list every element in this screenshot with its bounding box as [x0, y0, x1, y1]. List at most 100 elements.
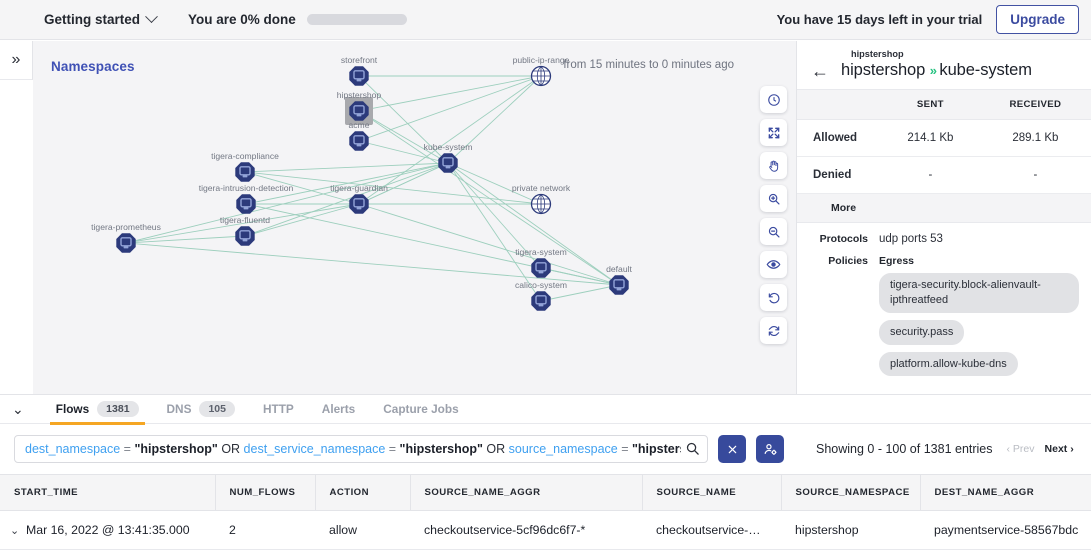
graph-edge[interactable] [447, 162, 620, 286]
namespace-node-shape [349, 131, 369, 151]
column-header-source_namespace[interactable]: SOURCE_NAMESPACE [781, 474, 921, 511]
graph-node-hipstershop[interactable]: hipstershop [337, 90, 382, 125]
graph-edge[interactable] [244, 203, 360, 237]
column-header-action[interactable]: ACTION [315, 474, 411, 511]
graph-node-tigera-guardian[interactable]: tigera-guardian [330, 183, 388, 214]
graph-toolbar[interactable] [760, 86, 787, 344]
graph-edge[interactable] [447, 162, 542, 302]
graph-edge[interactable] [358, 75, 542, 205]
hand-icon[interactable] [760, 152, 787, 179]
tab-alerts[interactable]: Alerts [308, 395, 369, 424]
eye-icon[interactable] [760, 251, 787, 278]
graph-edge[interactable] [125, 242, 620, 286]
expand-icon[interactable] [760, 119, 787, 146]
detail-title: hipstershop » kube-system [841, 61, 1032, 80]
policy-pill[interactable]: tigera-security.block-alienvault-ipthrea… [879, 273, 1079, 313]
query-token-val: "hipstershop" [399, 442, 483, 456]
sidebar-expand-button[interactable]: » [0, 41, 33, 80]
more-section-header[interactable]: More [797, 194, 1091, 223]
graph-node-label: public-ip-range [513, 55, 570, 65]
undo-icon[interactable] [760, 284, 787, 311]
column-header-source_name[interactable]: SOURCE_NAME [642, 474, 782, 511]
tab-http[interactable]: HTTP [249, 395, 308, 424]
stats-denied-sent: - [881, 156, 980, 194]
tab-capture-jobs[interactable]: Capture Jobs [369, 395, 472, 424]
prev-page-button[interactable]: ‹ Prev [1006, 443, 1035, 455]
graph-node-default[interactable]: default [606, 264, 633, 295]
detail-panel: hipstershop ← hipstershop » kube-system … [796, 41, 1091, 394]
search-icon[interactable] [685, 441, 700, 461]
clear-search-button[interactable] [718, 435, 746, 463]
row-expand-icon[interactable]: ⌄ [10, 525, 20, 537]
back-arrow-icon[interactable]: ← [811, 60, 829, 81]
graph-node-tigera-system[interactable]: tigera-system [515, 247, 567, 278]
column-header-source_name_aggr[interactable]: SOURCE_NAME_AGGR [410, 474, 643, 511]
column-header-start_time[interactable]: START_TIME [0, 474, 216, 511]
graph-edge[interactable] [358, 203, 620, 286]
graph-node-storefront[interactable]: storefront [341, 55, 378, 86]
monitor-stand [356, 144, 362, 147]
graph-edge[interactable] [447, 162, 542, 269]
policy-pill[interactable]: platform.allow-kube-dns [879, 351, 1018, 377]
refresh-icon[interactable] [760, 317, 787, 344]
query-token-fld: dest_namespace [25, 442, 121, 456]
graph-node-tigera-compliance[interactable]: tigera-compliance [211, 151, 279, 182]
graph-node-tigera-fluentd[interactable]: tigera-fluentd [220, 215, 270, 246]
policy-pill[interactable]: security.pass [879, 319, 965, 345]
column-header-num_flows[interactable]: NUM_FLOWS [215, 474, 316, 511]
zoom-out-icon[interactable] [760, 218, 787, 245]
graph-edge[interactable] [244, 162, 449, 237]
graph-node-label: tigera-system [515, 247, 567, 257]
graph-edge[interactable] [358, 75, 542, 142]
monitor-icon [353, 70, 365, 80]
clock-icon[interactable] [760, 86, 787, 113]
graph-edge[interactable] [125, 235, 246, 244]
next-page-button[interactable]: Next › [1044, 443, 1074, 455]
graph-node-acme[interactable]: acme [348, 120, 370, 151]
graph-edge[interactable] [245, 203, 620, 286]
search-input[interactable]: dest_namespace = "hipstershop" OR dest_s… [14, 435, 708, 463]
graph-node-tigera-prometheus[interactable]: tigera-prometheus [91, 222, 161, 253]
graph-edge[interactable] [447, 162, 542, 205]
traffic-stats-table: SENT RECEIVED Allowed 214.1 Kb 289.1 Kb … [797, 89, 1091, 194]
column-header-dest_name_aggr[interactable]: DEST_NAME_AGGR [920, 474, 1091, 511]
graph-edge[interactable] [125, 162, 449, 244]
graph-edge[interactable] [245, 162, 449, 205]
graph-edge[interactable] [358, 140, 449, 164]
graph-edge[interactable] [358, 75, 449, 164]
query-token-fld: source_namespace [508, 442, 618, 456]
graph-node-private-network[interactable]: private network [512, 183, 571, 215]
double-chevron-down-icon[interactable]: ⌄ [12, 401, 24, 417]
graph-node-calico-system[interactable]: calico-system [515, 280, 567, 311]
graph-node-tigera-intrusion-detection[interactable]: tigera-intrusion-detection [199, 183, 294, 214]
graph-node-public-ip-range[interactable]: public-ip-range [513, 55, 570, 87]
cell-dest_name_aggr: paymentservice-58567bdc [920, 510, 1091, 550]
getting-started-menu[interactable]: Getting started [44, 10, 158, 27]
service-graph-panel[interactable]: Namespaces from 15 minutes to 0 minutes … [33, 41, 796, 394]
graph-edge[interactable] [447, 75, 542, 164]
graph-edge[interactable] [244, 162, 449, 173]
graph-edge[interactable] [358, 162, 449, 205]
graph-time-range-label: from 15 minutes to 0 minutes ago [563, 59, 734, 71]
graph-edge[interactable] [358, 110, 449, 164]
graph-edge[interactable] [244, 171, 360, 205]
progress-bar [306, 14, 407, 25]
graph-edge[interactable] [540, 284, 620, 302]
user-settings-button[interactable] [756, 435, 784, 463]
graph-node-kube-system[interactable]: kube-system [424, 142, 473, 173]
graph-edge[interactable] [358, 75, 542, 112]
upgrade-button[interactable]: Upgrade [996, 5, 1079, 34]
graph-edge[interactable] [125, 203, 360, 244]
policies-direction-label: Egress [879, 255, 915, 267]
zoom-in-icon[interactable] [760, 185, 787, 212]
graph-edge[interactable] [244, 171, 542, 205]
monitor-icon [535, 262, 547, 272]
graph-title[interactable]: Namespaces [51, 59, 135, 74]
policies-row: Policies Egress tigera-security.block-al… [797, 245, 1091, 383]
